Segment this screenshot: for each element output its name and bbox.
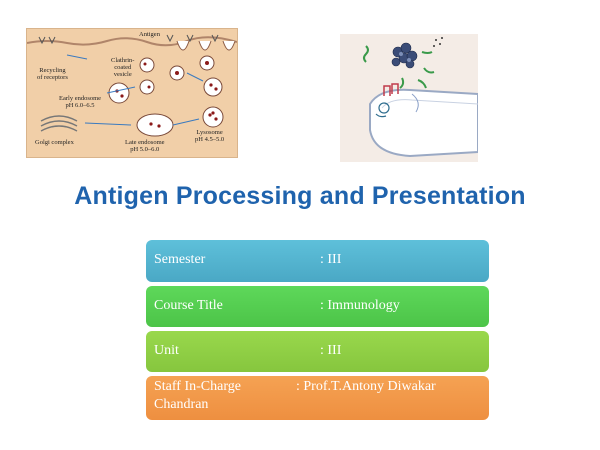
endocytic-pathway-figure: Antigen Clathrin- coated vesicle Recycli… [26, 28, 238, 158]
staff-in-charge-row: Staff In-Charge : Prof.T.Antony Diwakar … [146, 376, 489, 420]
unit-key: Unit [154, 343, 179, 358]
clathrin-label: Clathrin- coated vesicle [111, 57, 135, 78]
early-endosome-label: Early endosome pH 6.0–6.5 [59, 95, 102, 109]
course-title-key: Course Title [154, 298, 223, 313]
semester-row: Semester : III [146, 240, 489, 282]
golgi-label: Golgi complex [35, 139, 74, 146]
antigen-presentation-figure [340, 34, 479, 162]
antigen-label: Antigen [139, 31, 160, 38]
staff-value: : Prof.T.Antony Diwakar [296, 379, 436, 394]
staff-key: Staff In-Charge [154, 379, 241, 394]
unit-value: : III [320, 343, 342, 358]
late-endosome-label: Late endosome pH 5.0–6.0 [125, 139, 165, 153]
semester-key: Semester [154, 252, 206, 267]
endocytic-pathway-illustration [26, 34, 238, 137]
semester-value: : III [320, 252, 342, 267]
lysosome-label: Lysosome pH 4.5–5.0 [195, 129, 225, 143]
course-title-value: : Immunology [320, 298, 400, 313]
recycling-label: Recycling of receptors [37, 67, 68, 81]
page-title: Antigen Processing and Presentation [74, 182, 526, 210]
unit-row: Unit : III [146, 331, 489, 372]
staff-value-continuation: Chandran [154, 397, 209, 412]
antigen-presentation-illustration [363, 37, 479, 158]
course-title-row: Course Title : Immunology [146, 286, 489, 327]
